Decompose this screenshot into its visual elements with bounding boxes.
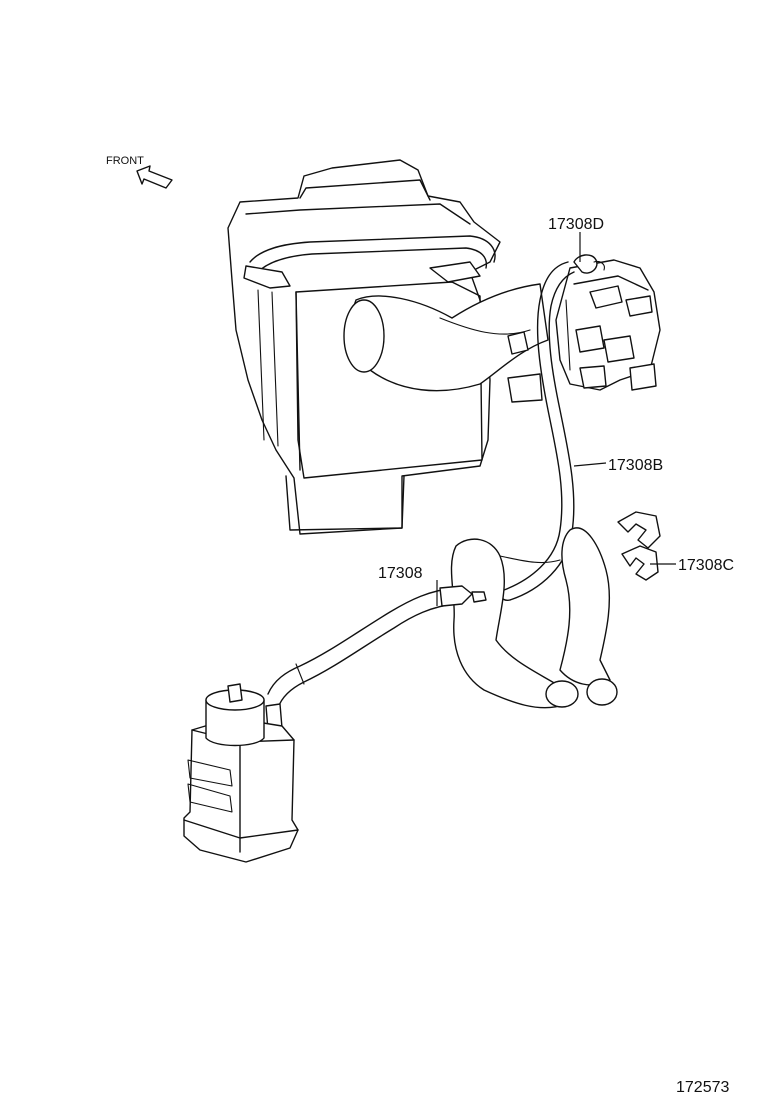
leader-lines — [436, 232, 676, 606]
figure-number: 172573 — [676, 1079, 729, 1096]
vsv-port-1 — [589, 285, 623, 309]
engine-assembly — [227, 159, 549, 535]
engine-side-rib-2 — [271, 291, 279, 447]
main-hose-band — [295, 663, 305, 685]
label-17308b: 17308B — [608, 457, 663, 474]
engine-front-box-edge — [295, 291, 301, 471]
coolant-hose-left — [450, 538, 567, 709]
main-hose-edge-bottom — [277, 603, 457, 709]
front-indicator: FRONT — [106, 155, 173, 189]
intake-sensor — [507, 331, 529, 355]
canister-base — [183, 819, 299, 839]
engine-lower-block — [285, 475, 405, 531]
charcoal-canister — [183, 683, 299, 863]
leader-17308b — [573, 462, 607, 467]
engine-rail-inner — [257, 247, 488, 273]
vsv-top-face — [573, 275, 649, 291]
coolant-hose-seam — [499, 555, 561, 564]
coolant-hose-pair — [450, 527, 618, 709]
label-17308d: 17308D — [548, 216, 604, 233]
engine-bracket-right — [429, 261, 481, 283]
intake-hose-opening — [343, 299, 385, 373]
clamp-d-ear — [593, 260, 605, 271]
engine-rail — [249, 235, 496, 263]
canister-valve-nipple — [227, 683, 243, 703]
main-hose-edge-top — [267, 587, 457, 695]
clip-c-upper-icon — [617, 511, 661, 549]
canister-rib-2 — [187, 783, 233, 813]
vsv-tab-1 — [629, 363, 657, 391]
vsv-tab-2 — [579, 365, 607, 389]
engine-bracket-left — [243, 265, 291, 289]
canister-rib-1 — [187, 759, 233, 787]
clip-c — [617, 511, 661, 581]
main-hose — [265, 585, 487, 731]
coolant-hose-right-opening — [586, 678, 618, 706]
front-arrow-icon — [136, 165, 173, 189]
main-hose-nipple — [471, 591, 487, 603]
coolant-hose-left-opening — [545, 680, 579, 708]
label-17308: 17308 — [378, 565, 423, 582]
vsv-rib — [565, 299, 571, 371]
engine-front-box — [295, 281, 483, 479]
vent-hose-b-edge-left — [503, 261, 569, 591]
clip-c-lower-icon — [621, 545, 659, 581]
main-hose-fitting — [439, 585, 473, 607]
vsv-valve-cluster — [507, 254, 661, 403]
coolant-hose-right — [559, 527, 611, 686]
vent-hose-b-edge-right — [509, 271, 575, 601]
engine-side-rib-1 — [257, 289, 265, 441]
vsv-connector-1 — [575, 325, 605, 353]
engine-top-rib — [299, 179, 431, 201]
label-17308c: 17308C — [678, 557, 734, 574]
canister-body — [183, 717, 299, 863]
part-labels: 17308D 17308B 17308C 17308 — [378, 216, 734, 582]
vsv-tab-3 — [507, 373, 543, 403]
front-label: FRONT — [106, 155, 144, 167]
vsv-connector-2 — [603, 335, 635, 363]
vsv-port-2 — [625, 295, 653, 317]
engine-top-edge — [245, 203, 471, 225]
